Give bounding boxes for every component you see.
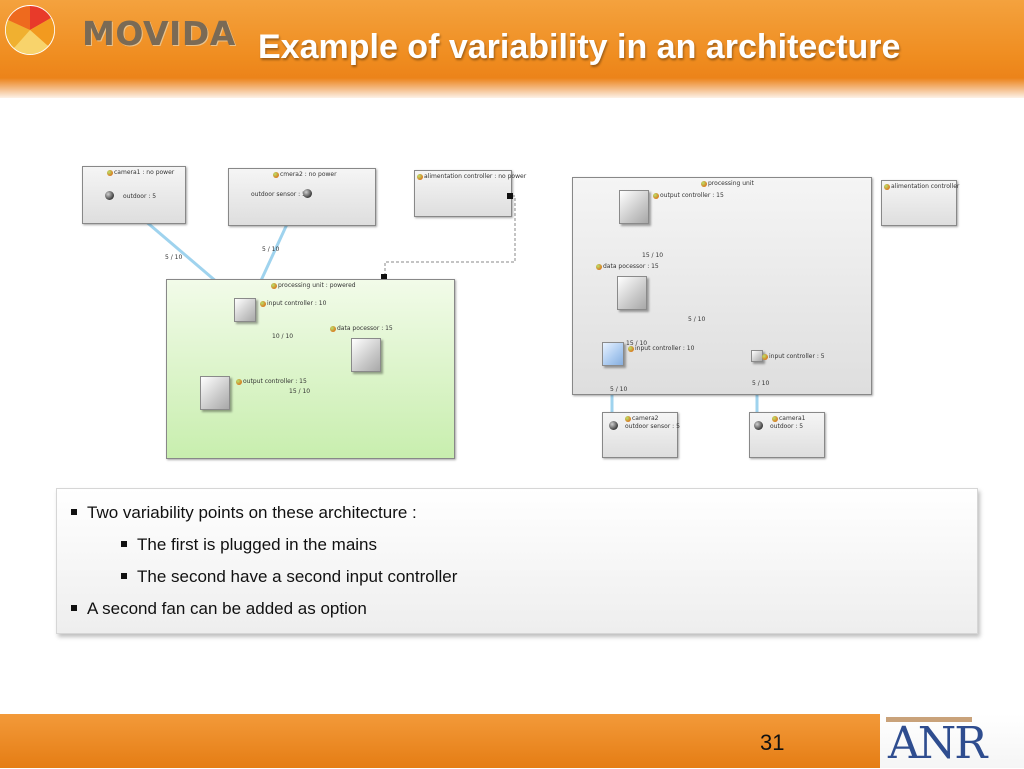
edge-label-cam1: 5 / 10 [165,254,183,261]
edge-label-input2-data-right: 5 / 10 [688,316,706,323]
camera1-port-label-right: outdoor : 5 [770,423,804,430]
data-processor-label-right: data pocessor : 15 [596,263,659,270]
slide-header: MOVIDA Example of variability in an arch… [0,0,1024,98]
camera1-box-right: camera1 outdoor : 5 [749,412,825,458]
camera1-port-icon-right [754,421,763,430]
input-controller-label: input controller : 10 [260,300,326,307]
output-controller-label: output controller : 15 [236,378,307,385]
camera1-label-right: camera1 [772,415,805,422]
header-shine [0,78,1024,98]
bullet-item: Two variability points on these architec… [71,503,417,523]
page-number: 31 [760,730,785,755]
processing-label-right: processing unit [701,180,754,187]
anr-logo-text: ANR [888,718,987,769]
camera2-port-icon [303,189,312,198]
edge-label-input-data: 10 / 10 [272,333,294,340]
camera1-label: camera1 : no power [107,169,174,176]
edge-label-output: 15 / 10 [289,388,311,395]
edge-label-cam1-right: 5 / 10 [752,380,770,387]
bullet-panel: Two variability points on these architec… [56,488,978,634]
edge-label-input1-data-right: 15 / 10 [626,340,648,347]
input-controller-1-block-right [602,342,624,366]
output-controller-block [200,376,230,410]
data-processor-block [351,338,381,372]
movida-logo-text: MOVIDA [82,14,236,53]
camera2-label: cmera2 : no power [273,171,337,178]
input-controller-2-label-right: input controller : 5 [762,353,825,360]
sub-bullet-item: The second have a second input controlle… [121,567,457,587]
processing-label-left: processing unit : powered [271,282,356,289]
edge-label-cam2-right: 5 / 10 [610,386,628,393]
architecture-diagrams: camera1 : no power outdoor : 5 cmera2 : … [0,150,1024,470]
camera2-box: cmera2 : no power outdoor sensor : 5 [228,168,376,226]
data-processor-label: data pocessor : 15 [330,325,393,332]
slide-footer: 31 ANR [0,714,1024,769]
camera2-box-right: camera2 outdoor sensor : 5 [602,412,680,458]
alimentation-box-right: alimentation controller [881,180,959,226]
camera1-port-icon [105,191,114,200]
camera2-port-label: outdoor sensor : 5 [251,191,306,198]
sub-bullet-item: The first is plugged in the mains [121,535,377,555]
alimentation-box-left: alimentation controller : no power [414,170,526,217]
output-controller-block-right [619,190,649,224]
camera2-port-label-right: outdoor sensor : 5 [625,423,680,430]
bullet-item: A second fan can be added as option [71,599,367,619]
processing-unit-box-left: processing unit : powered [166,279,455,459]
edge-alimentation-processing [384,195,516,276]
input-controller-block [234,298,256,322]
output-controller-label-right: output controller : 15 [653,192,724,199]
camera1-box: camera1 : no power outdoor : 5 [82,166,186,224]
slide-title: Example of variability in an architectur… [258,28,901,66]
anr-logo: ANR [880,714,1024,769]
camera2-label-right: camera2 [625,415,658,422]
data-processor-block-right [617,276,647,310]
edge-label-cam2: 5 / 10 [262,246,280,253]
alimentation-label-left: alimentation controller : no power [417,173,526,180]
edge-label-data-output-right: 15 / 10 [642,252,664,259]
input-controller-1-label-right: input controller : 10 [628,345,694,352]
alimentation-port-icon [507,193,513,199]
anr-logo-strip [886,717,972,722]
processing-power-port-icon [381,274,387,280]
movida-wheel-icon [5,5,55,55]
camera2-port-icon-right [609,421,618,430]
camera1-port-label: outdoor : 5 [123,193,157,200]
alimentation-label-right: alimentation controller [884,183,959,190]
